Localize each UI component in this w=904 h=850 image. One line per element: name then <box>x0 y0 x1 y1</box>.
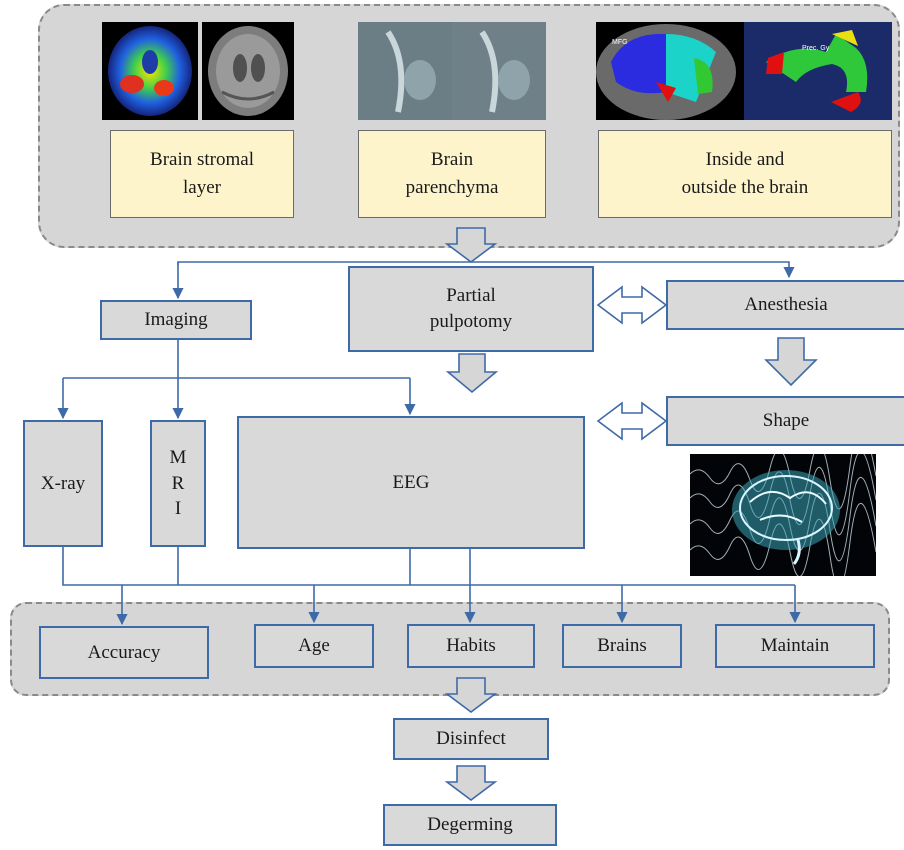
accuracy-label: Accuracy <box>87 641 161 663</box>
mri-box: M R I <box>150 420 206 547</box>
block-arrow-down-top <box>444 227 498 263</box>
imaging-label: Imaging <box>144 309 208 331</box>
figure-label-r3: Prec. Gy <box>802 45 830 52</box>
block-arrow-down-factors <box>444 677 498 713</box>
inside-outside-brain-label: Inside and outside the brain <box>681 149 809 198</box>
maintain-box: Maintain <box>715 624 875 668</box>
degerming-box: Degerming <box>383 804 557 846</box>
disinfect-label: Disinfect <box>436 728 506 750</box>
brain-parenchyma-box: Brain parenchyma <box>358 130 546 218</box>
brain-mri-axial-image <box>202 22 294 120</box>
inside-outside-brain-box: Inside and outside the brain <box>598 130 892 218</box>
maintain-label: Maintain <box>760 635 830 657</box>
accuracy-box: Accuracy <box>39 626 209 679</box>
habits-label: Habits <box>446 635 496 657</box>
double-arrow-pulpotomy-anesthesia <box>596 285 668 325</box>
degerming-label: Degerming <box>427 814 513 836</box>
brain-stromal-layer-box: Brain stromal layer <box>110 130 294 218</box>
eeg-brain-graphic <box>690 454 876 576</box>
perfusion-map-graphic <box>108 26 192 116</box>
brain-region-tractography-image: Prec. Gy MFG <box>596 22 892 120</box>
eeg-box: EEG <box>237 416 585 549</box>
block-arrow-down-disinfect <box>444 765 498 801</box>
eeg-label: EEG <box>392 471 430 493</box>
tractography-graphic: Prec. Gy MFG <box>596 22 892 120</box>
xray-box: X-ray <box>23 420 103 547</box>
shape-label: Shape <box>762 410 810 432</box>
partial-pulpotomy-label: Partial pulpotomy <box>429 285 513 332</box>
disinfect-box: Disinfect <box>393 718 549 760</box>
eeg-brain-image <box>690 454 876 576</box>
brains-box: Brains <box>562 624 682 668</box>
shape-box: Shape <box>666 396 904 446</box>
imaging-box: Imaging <box>100 300 252 340</box>
sagittal-mri-graphic <box>358 22 546 120</box>
double-arrow-eeg-shape <box>596 401 668 441</box>
mri-axial-graphic <box>208 26 288 116</box>
mri-label: M R I <box>169 447 187 520</box>
xray-label: X-ray <box>40 472 86 494</box>
brain-sagittal-mri-image <box>358 22 546 120</box>
anesthesia-box: Anesthesia <box>666 280 904 330</box>
age-box: Age <box>254 624 374 668</box>
habits-box: Habits <box>407 624 535 668</box>
brain-perfusion-map-image <box>102 22 198 120</box>
brain-parenchyma-label: Brain parenchyma <box>405 149 499 198</box>
brain-stromal-layer-label: Brain stromal layer <box>150 149 254 198</box>
figure-label-r1: MFG <box>612 39 628 46</box>
anesthesia-label: Anesthesia <box>744 294 828 316</box>
block-arrow-down-anesthesia <box>764 337 818 387</box>
connector-collect-line <box>62 547 795 586</box>
age-label: Age <box>298 635 330 657</box>
brains-label: Brains <box>597 635 647 657</box>
partial-pulpotomy-box: Partial pulpotomy <box>348 266 594 352</box>
block-arrow-down-pulpotomy <box>445 353 499 394</box>
